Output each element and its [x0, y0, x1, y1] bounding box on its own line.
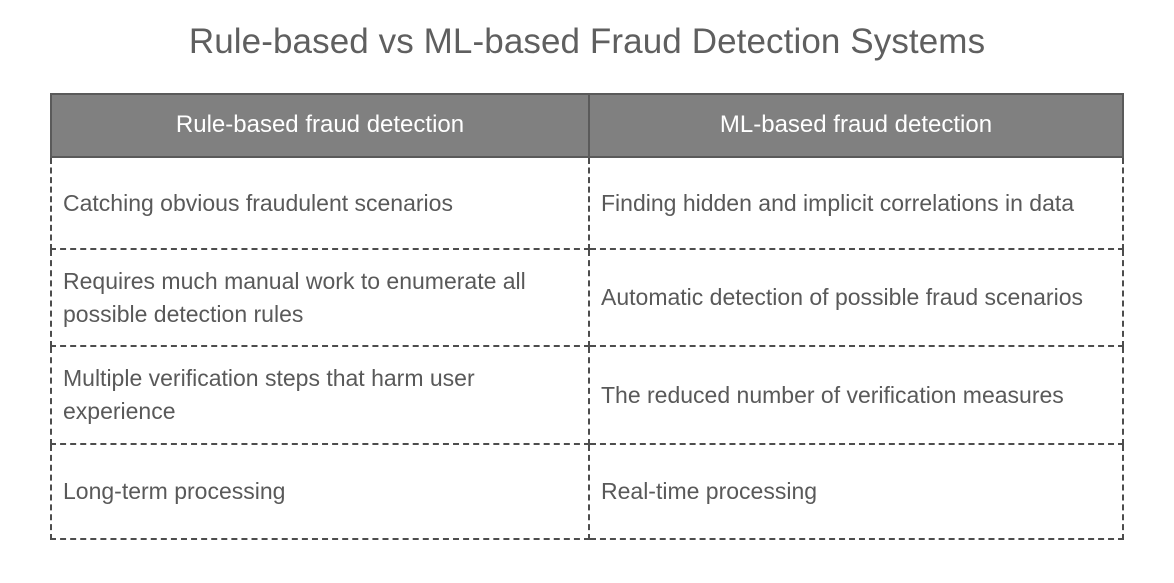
table-header: Rule-based fraud detection ML-based frau…: [50, 93, 1124, 158]
cell-rule-based-2: Requires much manual work to enumerate a…: [50, 248, 590, 347]
table-row: Long-term processing Real-time processin…: [50, 443, 1124, 540]
cell-ml-based-3: The reduced number of verification measu…: [588, 345, 1124, 445]
cell-rule-based-1: Catching obvious fraudulent scenarios: [50, 156, 590, 250]
table-body: Catching obvious fraudulent scenarios Fi…: [50, 156, 1124, 540]
page-title: Rule-based vs ML-based Fraud Detection S…: [188, 22, 986, 61]
cell-text: Real-time processing: [601, 478, 818, 505]
table-row: Multiple verification steps that harm us…: [50, 345, 1124, 445]
cell-ml-based-2: Automatic detection of possible fraud sc…: [588, 248, 1124, 347]
cell-ml-based-4: Real-time processing: [588, 443, 1124, 540]
table-header-row: Rule-based fraud detection ML-based frau…: [50, 93, 1124, 158]
column-header-ml-based: ML-based fraud detection: [588, 93, 1124, 158]
cell-text: Long-term processing: [63, 478, 286, 505]
cell-text: Multiple verification steps that harm us…: [63, 365, 475, 424]
cell-text: Automatic detection of possible fraud sc…: [601, 284, 1083, 311]
comparison-table: Rule-based fraud detection ML-based frau…: [50, 93, 1124, 540]
cell-text: Finding hidden and implicit correlations…: [601, 189, 1075, 216]
cell-rule-based-3: Multiple verification steps that harm us…: [50, 345, 590, 445]
cell-ml-based-1: Finding hidden and implicit correlations…: [588, 156, 1124, 250]
column-header-rule-based: Rule-based fraud detection: [50, 93, 590, 158]
cell-text: Catching obvious fraudulent scenarios: [63, 189, 453, 216]
cell-text: Requires much manual work to enumerate a…: [63, 267, 526, 327]
table-row: Catching obvious fraudulent scenarios Fi…: [50, 156, 1124, 250]
table-row: Requires much manual work to enumerate a…: [50, 248, 1124, 347]
cell-rule-based-4: Long-term processing: [50, 443, 590, 540]
cell-text: The reduced number of verification measu…: [601, 381, 1064, 408]
